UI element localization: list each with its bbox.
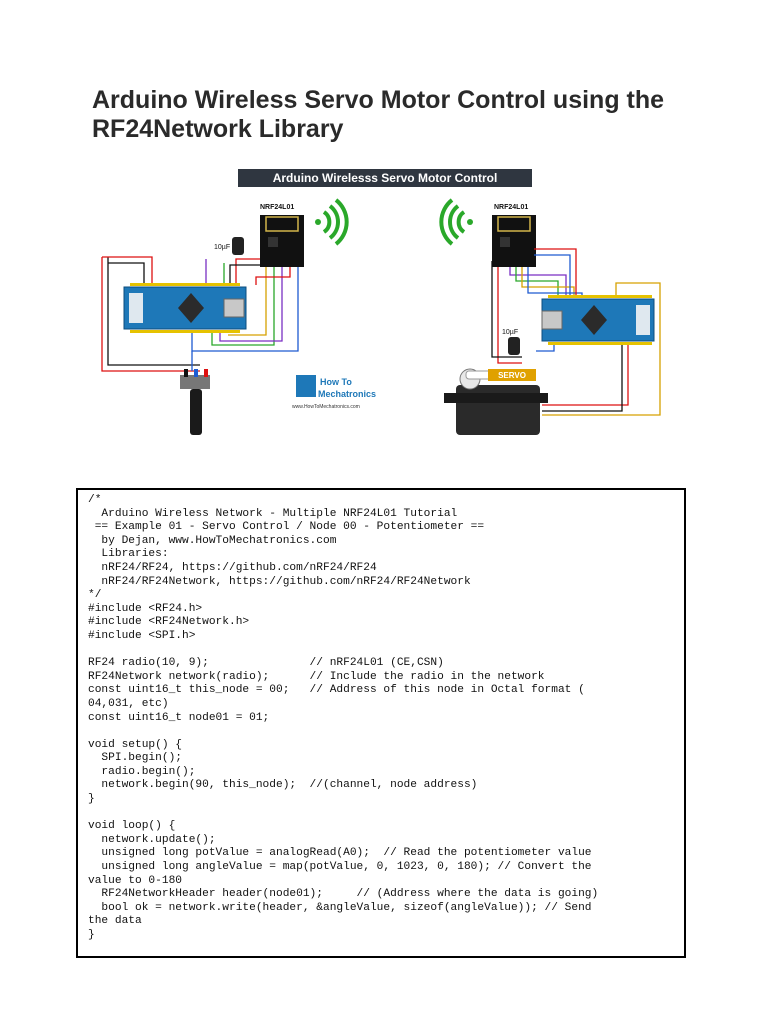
code-line: radio.begin(); (88, 765, 196, 778)
code-line: RF24Network network(radio); // Include t… (88, 670, 545, 683)
diagram-banner (238, 169, 532, 187)
nrf24-module-left (260, 215, 304, 267)
rf-chip-icon (500, 237, 510, 247)
code-line: 04,031, etc) (88, 697, 169, 710)
chip-icon (178, 293, 204, 323)
code-line: Libraries: (88, 548, 169, 561)
code-line: #include <SPI.h> (88, 629, 196, 642)
potentiometer-icon (180, 369, 210, 435)
logo-line2: Mechatronics (318, 389, 376, 399)
capacitor-left (232, 237, 244, 255)
wireless-signal-in-icon (439, 198, 473, 246)
code-line: RF24NetworkHeader header(node01); // (Ad… (88, 888, 599, 901)
code-line: void setup() { (88, 738, 182, 751)
code-line: } (88, 793, 95, 806)
code-line: the data (88, 915, 142, 928)
wires-left (101, 256, 299, 372)
header-strip (129, 293, 143, 323)
code-line: unsigned long angleValue = map(potValue,… (88, 861, 592, 874)
code-line: nRF24/RF24Network, https://github.com/nR… (88, 575, 471, 588)
antenna-trace-icon (497, 216, 531, 232)
cap-right-label: 10µF (502, 329, 518, 336)
servo-motor-icon: SERVO (444, 368, 548, 435)
code-line: void loop() { (88, 820, 176, 833)
wireless-signal-out-icon (315, 198, 349, 246)
pin-row-bottom-right (548, 342, 652, 345)
code-line: #include <RF24.h> (88, 602, 203, 615)
capacitor-right (508, 337, 520, 355)
nrf24-module-right (492, 215, 536, 267)
module-left-label: NRF24L01 (260, 204, 294, 211)
code-line: network.begin(90, this_node); //(channel… (88, 779, 478, 792)
code-line: } (88, 929, 95, 941)
usb-port-icon (223, 298, 245, 318)
logo-line1: How To (320, 377, 352, 387)
code-line: /* (88, 494, 102, 506)
wires-right (491, 248, 661, 416)
usb-port-icon (541, 310, 563, 330)
code-line: value to 0-180 (88, 874, 182, 887)
code-listing: /* Arduino Wireless Network - Multiple N… (88, 494, 684, 943)
code-line: by Dejan, www.HowToMechatronics.com (88, 534, 337, 547)
header-strip (636, 305, 650, 335)
code-line: bool ok = network.write(header, &angleVa… (88, 901, 592, 914)
code-line: network.update(); (88, 833, 216, 846)
wiring-diagram: Arduino Wirelesss Servo Motor Control NR… (101, 169, 661, 435)
code-line: SPI.begin(); (88, 752, 182, 765)
chip-icon (581, 305, 607, 335)
code-line: Arduino Wireless Network - Multiple NRF2… (88, 507, 458, 520)
document-title: Arduino Wireless Servo Motor Control usi… (92, 86, 665, 143)
code-line: const uint16_t node01 = 01; (88, 711, 270, 724)
code-line: RF24 radio(10, 9); // nRF24L01 (CE,CSN) (88, 657, 444, 670)
logo-url: www.HowToMechatronics.com (292, 404, 360, 410)
module-right-label: NRF24L01 (494, 204, 528, 211)
diagram-banner-text: Arduino Wirelesss Servo Motor Control (273, 171, 498, 185)
code-line: unsigned long potValue = analogRead(A0);… (88, 847, 592, 860)
pin-row-top-left (130, 283, 240, 286)
code-line: #include <RF24Network.h> (88, 616, 250, 629)
servo-label: SERVO (498, 371, 526, 380)
pin-row-bottom-left (130, 330, 240, 333)
howtomechatronics-logo: How To Mechatronics www.HowToMechatronic… (292, 375, 376, 410)
cap-left-label: 10µF (214, 244, 230, 251)
antenna-trace-icon (265, 216, 299, 232)
rf-chip-icon (268, 237, 278, 247)
code-block: /* Arduino Wireless Network - Multiple N… (76, 488, 686, 958)
pin-row-top-right (548, 295, 652, 298)
code-line: nRF24/RF24, https://github.com/nRF24/RF2… (88, 561, 377, 574)
code-line: const uint16_t this_node = 00; // Addres… (88, 684, 585, 697)
code-line: == Example 01 - Servo Control / Node 00 … (88, 521, 485, 534)
code-line: */ (88, 589, 102, 602)
